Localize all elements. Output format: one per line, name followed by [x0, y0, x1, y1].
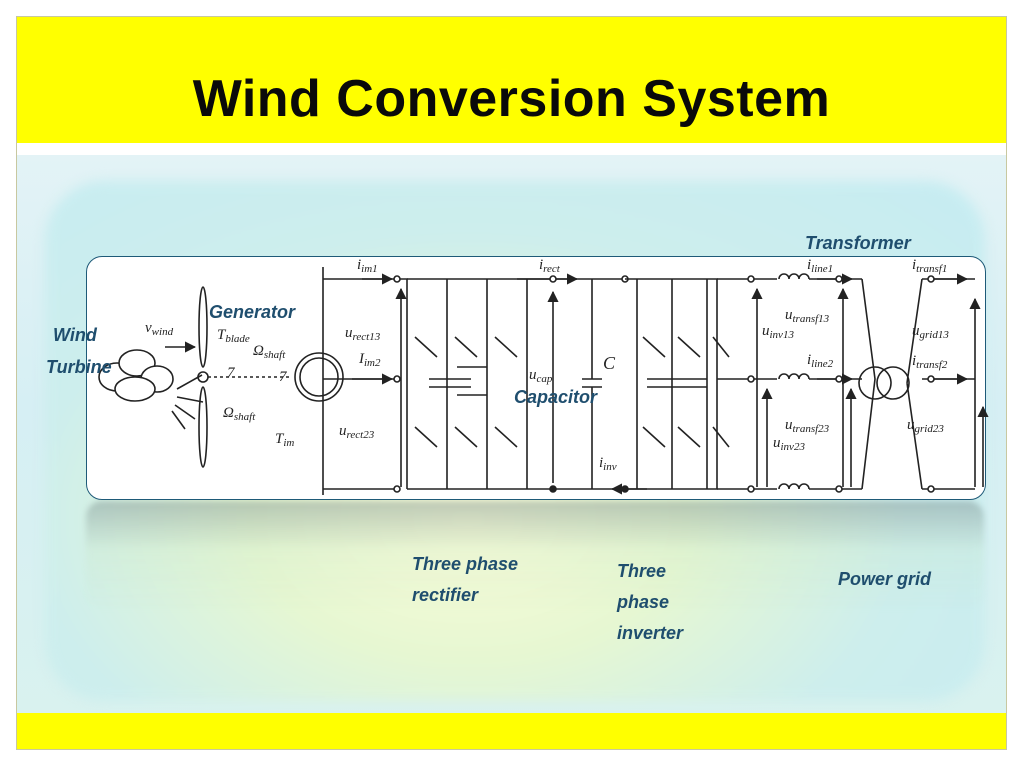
rectifier-bridge — [400, 278, 528, 490]
diagram-reflection — [86, 501, 984, 611]
t-im-symbol: Tim — [275, 431, 294, 449]
wind-turbine-label-line1: Wind — [53, 325, 97, 345]
gear-symbol-2: 7 — [279, 369, 288, 385]
omega-shaft-symbol-2: Ωshaft — [223, 405, 256, 423]
i-inv-symbol: iinv — [599, 455, 617, 473]
u-rect13-symbol: urect13 — [345, 325, 381, 343]
inverter-label-line2: phase — [617, 592, 670, 612]
generator-label: Generator — [209, 302, 296, 322]
i-transf2-symbol: itransf2 — [912, 353, 948, 371]
bottom-bar — [17, 713, 1006, 749]
rectifier-label-line1: Three phase — [412, 554, 519, 574]
i-im1-symbol: iim1 — [357, 257, 378, 275]
v-wind-symbol: vwind — [145, 320, 174, 338]
u-transf13-symbol: utransf13 — [785, 307, 830, 325]
c-symbol: C — [603, 353, 616, 373]
title-bar — [17, 17, 1006, 143]
i-im2-symbol: Iim2 — [358, 351, 381, 369]
generator-icon — [294, 352, 344, 402]
inverter-bridge — [625, 278, 730, 490]
wind-turbine-label-line2: Turbine — [46, 357, 112, 377]
omega-shaft-symbol: Ωshaft — [253, 343, 286, 361]
capacitor-label: Capacitor — [514, 387, 598, 407]
i-line1-symbol: iline1 — [807, 257, 833, 275]
inductor-icons — [778, 273, 810, 490]
slide: Wind Conversion System — [16, 16, 1007, 750]
u-grid13-symbol: ugrid13 — [912, 323, 949, 341]
circuit-diagram: vwind Tblade Ωshaft 7 7 Ωshaft Tim iim1 … — [98, 257, 989, 495]
u-inv23-symbol: uinv23 — [773, 435, 805, 453]
wind-cloud-icon — [98, 349, 204, 430]
inverter-label-line1: Three — [617, 561, 667, 581]
capacitor-icon — [582, 279, 602, 489]
slide-title: Wind Conversion System — [192, 70, 831, 128]
u-cap-symbol: ucap — [529, 367, 553, 385]
rectifier-label-line2: rectifier — [412, 585, 479, 605]
u-grid23-symbol: ugrid23 — [907, 417, 944, 435]
inverter-label-line3: inverter — [617, 623, 684, 643]
u-rect23-symbol: urect23 — [339, 423, 375, 441]
i-line2-symbol: iline2 — [807, 352, 834, 370]
u-inv13-symbol: uinv13 — [762, 323, 794, 341]
power-grid-label: Power grid — [838, 569, 932, 589]
i-rect-symbol: irect — [539, 257, 561, 275]
transformer-icon — [858, 366, 892, 400]
i-transf1-symbol: itransf1 — [912, 257, 947, 275]
t-blade-symbol: Tblade — [217, 327, 250, 345]
gear-symbol-1: 7 — [227, 365, 236, 381]
turbine-blade-icon — [197, 286, 209, 468]
transformer-label: Transformer — [805, 233, 911, 253]
u-transf23-symbol: utransf23 — [785, 417, 830, 435]
